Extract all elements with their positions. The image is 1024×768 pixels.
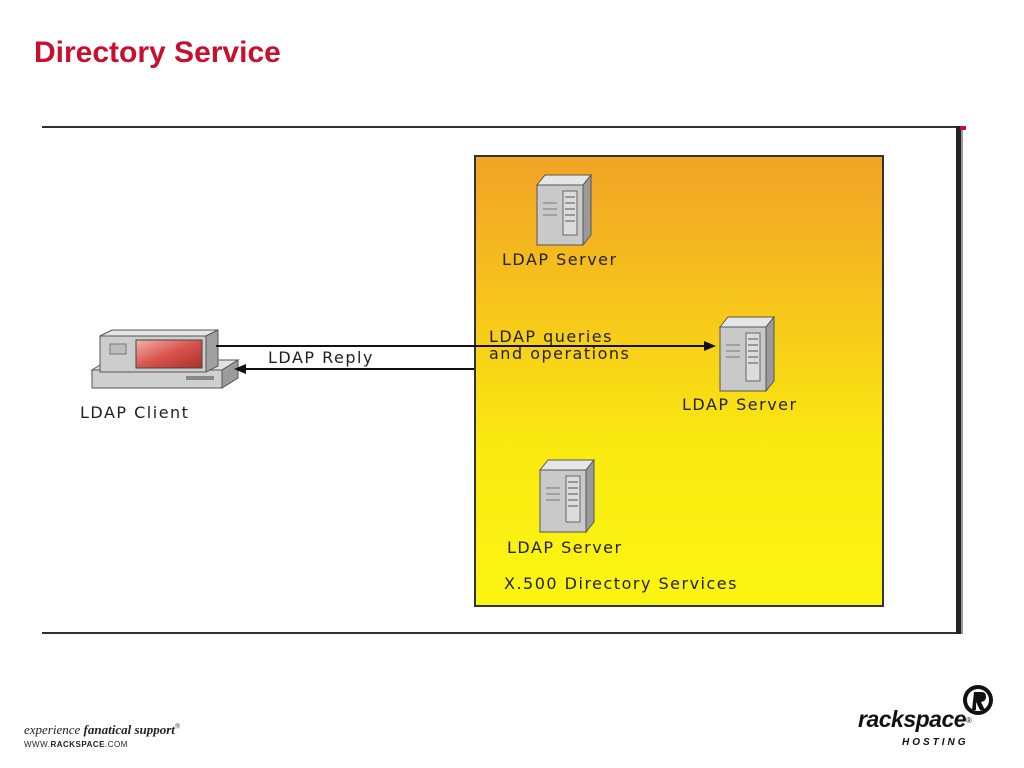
diagram-frame: [42, 126, 966, 638]
reply-label: LDAP Reply: [268, 348, 374, 367]
queries-label-line-1: LDAP queries: [489, 327, 613, 346]
arrow-left-icon: [234, 364, 246, 374]
server-icon: [718, 315, 776, 393]
url-suffix: .COM: [105, 740, 128, 749]
footer-url: WWW.RACKSPACE.COM: [24, 740, 128, 749]
rackspace-logo-mark: [963, 685, 993, 715]
queries-label: LDAP queries and operations: [489, 328, 630, 362]
computer-icon: [90, 329, 240, 389]
tagline-bold: fanatical support: [83, 722, 175, 737]
url-bold: RACKSPACE: [50, 740, 106, 749]
brand-name: rackspace: [858, 706, 967, 732]
footer-tagline: experience fanatical support®: [24, 722, 180, 738]
query-arrow: [216, 341, 716, 351]
frame-right-rule: [956, 126, 961, 634]
slide-title: Directory Service: [34, 36, 281, 69]
frame-bottom-rule: [42, 632, 960, 634]
tagline-mark: ®: [174, 722, 181, 731]
tagline-prefix: experience: [24, 722, 81, 737]
url-prefix: WWW.: [24, 740, 51, 749]
frame-right-shadow: [961, 126, 963, 634]
reply-arrow: [234, 364, 474, 374]
group-label: X.500 Directory Services: [504, 574, 738, 593]
arrow-right-icon: [704, 341, 716, 351]
frame-accent-mark: [960, 126, 966, 130]
frame-top-rule: [42, 126, 964, 128]
brand-registered-mark: ®: [966, 716, 972, 725]
brand-subtitle: HOSTING: [902, 737, 969, 748]
server-label: LDAP Server: [507, 538, 623, 557]
server-label: LDAP Server: [682, 395, 798, 414]
server-label: LDAP Server: [502, 250, 618, 269]
server-icon: [535, 173, 593, 247]
server-icon: [538, 458, 596, 534]
client-label: LDAP Client: [80, 403, 190, 422]
queries-label-line-2: and operations: [489, 344, 631, 363]
